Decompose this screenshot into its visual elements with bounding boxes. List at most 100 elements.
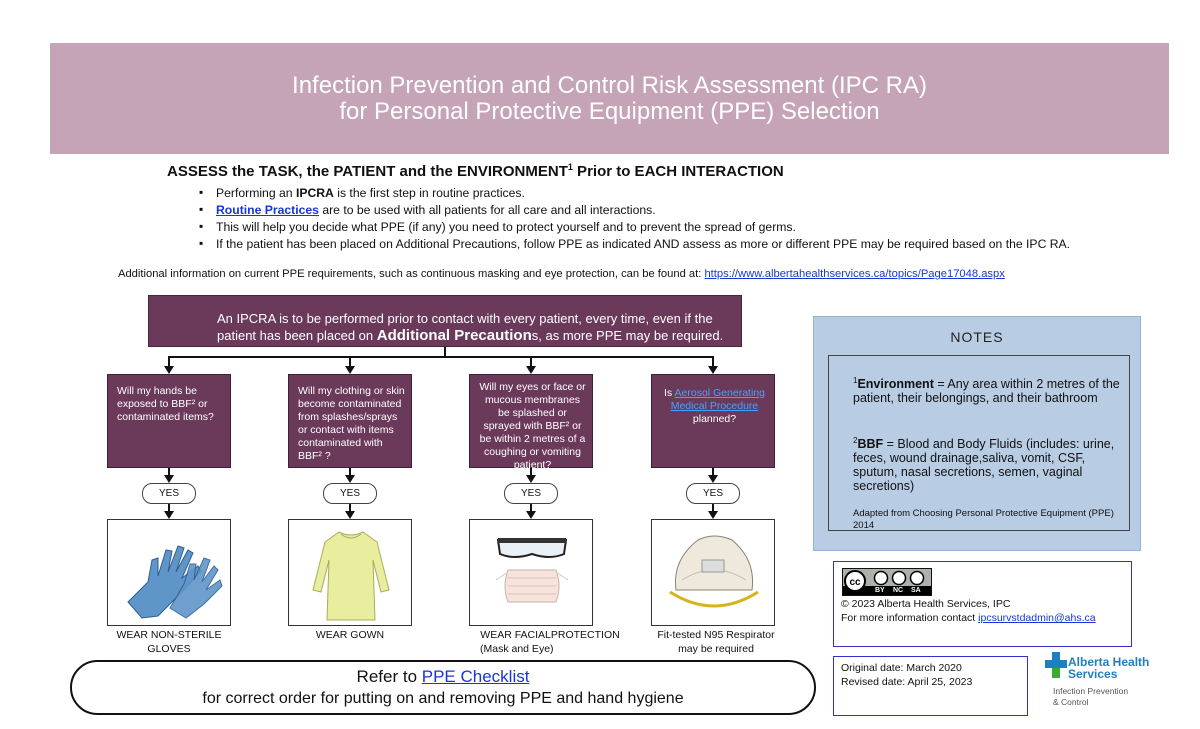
- question-agmp: Is Aerosol Generating Medical Procedure …: [651, 374, 775, 468]
- connector: [168, 356, 170, 366]
- refer-line1: Refer to PPE Checklist: [72, 667, 814, 687]
- facial-protection-image: [469, 519, 593, 626]
- question-hands: Will my hands be exposed to BBF² or cont…: [107, 374, 231, 468]
- connector: [349, 356, 351, 366]
- yes-label: YES: [142, 483, 196, 504]
- connector: [444, 347, 446, 357]
- gloves-label: WEAR NON-STERILE GLOVES: [116, 629, 222, 655]
- question-eyes-face: Will my eyes or face or mucous membranes…: [469, 374, 593, 471]
- connector: [530, 504, 532, 512]
- question-clothing: Will my clothing or skin become contamin…: [288, 374, 412, 468]
- arrow-down-icon: [708, 366, 718, 374]
- ahs-name-line1: Alberta Health: [1068, 655, 1150, 669]
- note-definition: = Blood and Body Fluids (includes: urine…: [853, 437, 1115, 494]
- note-term: BBF: [857, 437, 884, 452]
- gown-label: WEAR GOWN: [315, 629, 385, 641]
- title-line-1: Infection Prevention and Control Risk As…: [292, 72, 927, 99]
- n95-image: [651, 519, 775, 626]
- arrow-down-icon: [526, 475, 536, 483]
- contact-text: For more information contact: [841, 612, 979, 624]
- bullet-routine-practices: Routine Practices are to be used with al…: [199, 201, 1070, 219]
- connector: [530, 356, 532, 366]
- bullet-bold: IPCRA: [295, 186, 334, 200]
- cc-nc-label: NC: [893, 587, 904, 594]
- assess-heading-sup: 1: [567, 162, 573, 172]
- bullet-text: is the first step in routine practices.: [333, 186, 525, 200]
- connector: [712, 504, 714, 512]
- bullet-text: are to be used with all patients for all…: [318, 203, 656, 217]
- ahs-name: Alberta Health Services: [1068, 656, 1149, 680]
- notes-title: NOTES: [950, 329, 1004, 345]
- agmp-link[interactable]: Aerosol Generating Medical Procedure: [670, 387, 765, 412]
- arrow-down-icon: [345, 511, 355, 519]
- note-sup: 1: [853, 376, 858, 385]
- connector: [168, 504, 170, 512]
- question-hands-text: Will my hands be exposed to BBF² or cont…: [117, 385, 214, 423]
- ahs-department: Infection Prevention & Control: [1053, 686, 1128, 708]
- bullet-additional-precautions: If the patient has been placed on Additi…: [199, 235, 1070, 253]
- refer-text: Refer to: [356, 667, 422, 686]
- ahs-department-line2: & Control: [1053, 697, 1089, 707]
- contact-line: For more information contact ipcsurvstda…: [841, 612, 1096, 624]
- cc-by-label: BY: [875, 587, 885, 594]
- revised-date: Revised date: April 25, 2023: [841, 676, 973, 688]
- ppe-checklist-link[interactable]: PPE Checklist: [421, 667, 530, 686]
- question-agmp-text: Is: [664, 387, 675, 399]
- bullet-text: Performing an: [216, 186, 296, 200]
- bullet-decide-ppe: This will help you decide what PPE (if a…: [199, 218, 1070, 236]
- bullet-ipcra: Performing an IPCRA is the first step in…: [199, 184, 1070, 202]
- question-clothing-text: Will my clothing or skin become contamin…: [298, 385, 405, 462]
- additional-info: Additional information on current PPE re…: [118, 268, 1005, 280]
- statement-text: patient has been placed on: [217, 328, 377, 343]
- statement-text: s, as more PPE may be required.: [531, 328, 724, 343]
- connector: [530, 468, 532, 476]
- assess-heading-tail: Prior to EACH INTERACTION: [572, 163, 784, 180]
- contact-email-link[interactable]: ipcsurvstdadmin@ahs.ca: [978, 612, 1096, 624]
- gown-icon: [312, 531, 390, 621]
- yes-label: YES: [504, 483, 558, 504]
- yes-label: YES: [686, 483, 740, 504]
- ahs-name-line2: Services: [1068, 667, 1118, 681]
- routine-practices-link[interactable]: Routine Practices: [216, 203, 319, 217]
- svg-text:cc: cc: [849, 577, 861, 588]
- facial-protection-label: WEAR FACIALPROTECTION (Mask and Eye): [470, 628, 630, 656]
- title-line-2: for Personal Protective Equipment (PPE) …: [339, 98, 880, 125]
- note-definition: = Any area within 2 metres of the patien…: [853, 377, 1120, 406]
- gloves-image: [107, 519, 231, 626]
- copyright-text: © 2023 Alberta Health Services, IPC: [841, 598, 1011, 610]
- arrow-down-icon: [164, 475, 174, 483]
- arrow-down-icon: [526, 511, 536, 519]
- ahs-ppe-url-link[interactable]: https://www.albertahealthservices.ca/top…: [704, 268, 1005, 280]
- assess-heading-main: ASSESS the TASK, the PATIENT and the ENV…: [167, 163, 568, 180]
- cc-sa-label: SA: [911, 587, 921, 594]
- ipcra-statement-line1: An IPCRA is to be performed prior to con…: [217, 311, 713, 326]
- gown-image: [288, 519, 412, 626]
- arrow-down-icon: [164, 511, 174, 519]
- notes-body: 1Environment = Any area within 2 metres …: [828, 355, 1130, 531]
- arrow-down-icon: [345, 366, 355, 374]
- n95-label: Fit-tested N95 Respirator may be require…: [657, 629, 775, 655]
- connector: [349, 504, 351, 512]
- page-title: Infection Prevention and Control Risk As…: [50, 73, 1169, 125]
- statement-bold: Additional Precaution: [376, 327, 532, 344]
- ppe-checklist-callout: Refer to PPE Checklist for correct order…: [70, 660, 816, 715]
- gloves-icon: [127, 545, 223, 619]
- connector: [712, 468, 714, 476]
- ahs-logo: Alberta Health Services Infection Preven…: [1043, 648, 1163, 710]
- ahs-cross-icon: [1045, 652, 1067, 678]
- ipcra-statement-box: An IPCRA is to be performed prior to con…: [148, 295, 742, 347]
- note-sup: 2: [853, 436, 858, 445]
- notes-adapted-from: Adapted from Choosing Personal Protectiv…: [853, 508, 1114, 531]
- connector: [168, 468, 170, 476]
- goggles-mask-icon: [495, 538, 569, 603]
- note-environment: 1Environment = Any area within 2 metres …: [853, 374, 1123, 405]
- arrow-down-icon: [526, 366, 536, 374]
- license-box: cc BY NC SA © 2023 Alberta Health Servic…: [833, 561, 1132, 647]
- question-agmp-text: planned?: [692, 413, 737, 425]
- assess-bullets: Performing an IPCRA is the first step in…: [199, 184, 1070, 253]
- arrow-down-icon: [708, 511, 718, 519]
- cc-by-nc-sa-icon: cc: [843, 569, 931, 595]
- facial-protection-label-line2: (Mask and Eye): [480, 643, 554, 655]
- facial-protection-label-line1: WEAR FACIALPROTECTION: [480, 629, 620, 641]
- assess-heading: ASSESS the TASK, the PATIENT and the ENV…: [167, 162, 784, 180]
